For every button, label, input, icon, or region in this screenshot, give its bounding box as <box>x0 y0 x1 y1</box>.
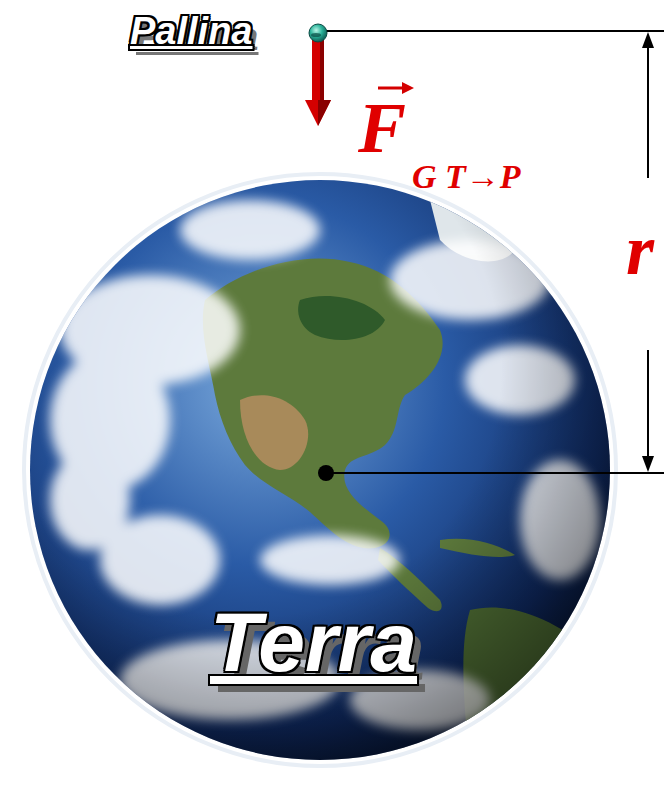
force-arrowhead <box>305 100 331 126</box>
earth-center <box>318 465 334 481</box>
center-line <box>326 472 664 474</box>
distance-label: r <box>626 214 654 286</box>
dimension-line <box>647 350 649 464</box>
label-text: G T→P <box>412 158 521 195</box>
earth-name: Terra <box>210 600 417 684</box>
earth-globe <box>30 180 610 760</box>
dimension-arrowhead <box>642 456 654 472</box>
ball-name: Pallina <box>130 12 253 50</box>
label-text: r <box>626 210 654 290</box>
force-arrowhead-shade <box>318 100 331 126</box>
earth-shading <box>30 180 610 760</box>
label-text: F <box>358 88 406 168</box>
force-symbol: F <box>358 92 406 164</box>
force-subscript: G T→P <box>412 160 521 194</box>
label-text: Pallina <box>130 10 253 52</box>
ball <box>309 24 327 42</box>
dimension-arrowhead <box>642 32 654 48</box>
earth-halo <box>24 174 616 766</box>
dimension-line <box>647 40 649 178</box>
ball-level-line <box>326 30 664 32</box>
force-arrow-shaft <box>312 40 324 102</box>
label-text: Terra <box>210 595 417 689</box>
ball-mark <box>311 33 321 37</box>
force-arrow-shade <box>320 40 324 102</box>
